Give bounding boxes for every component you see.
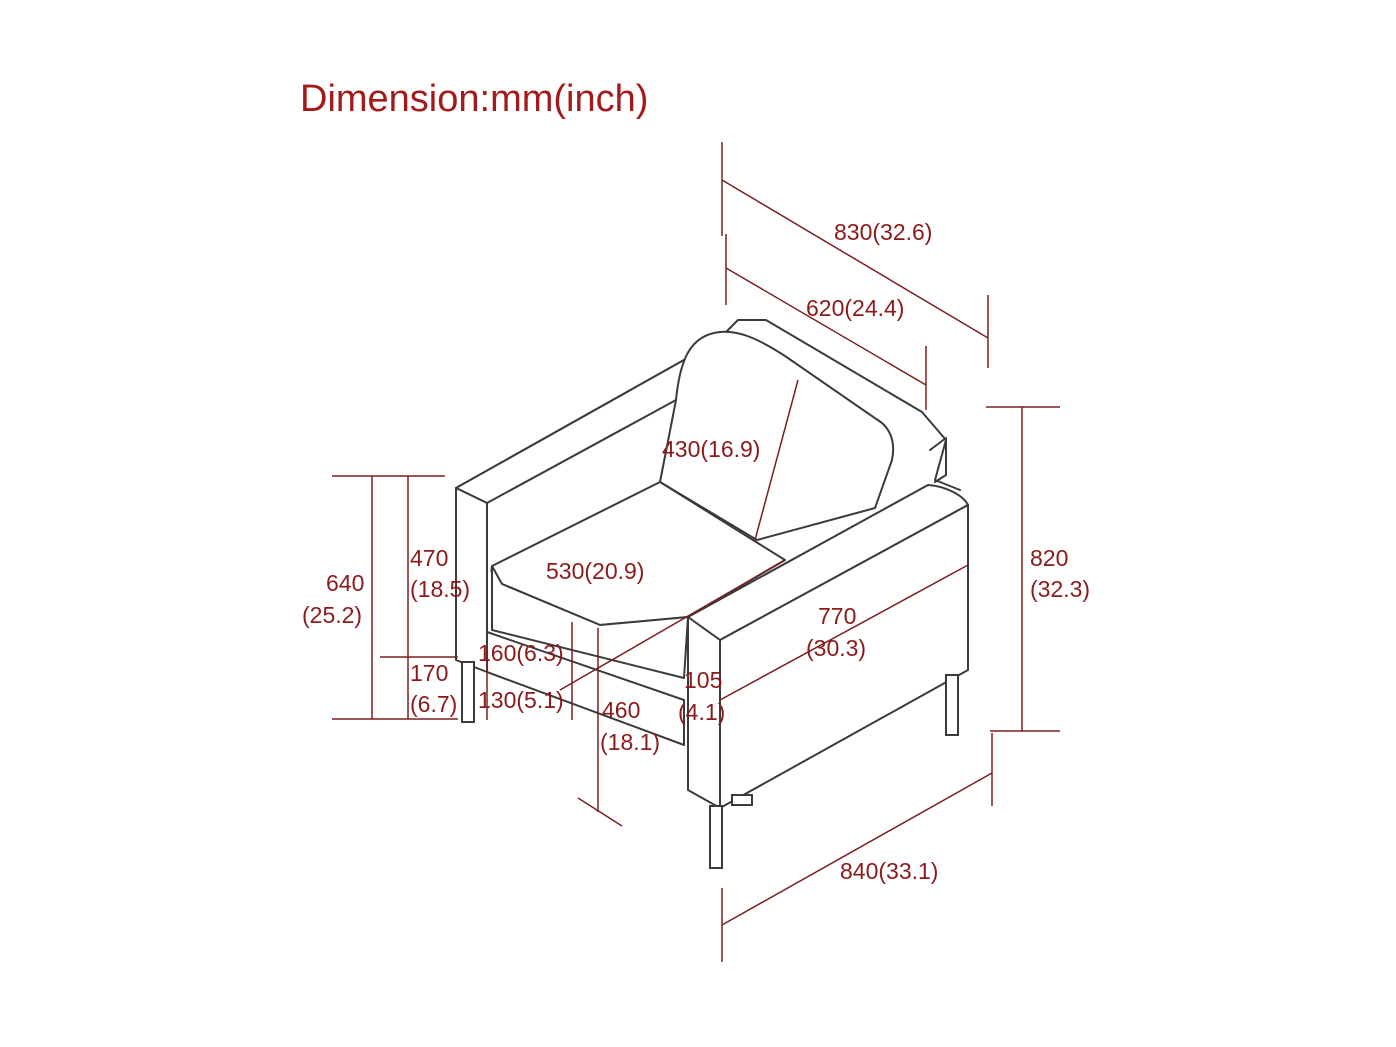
backrest-cushion [659,330,895,541]
dim-overall-height-value: 820 [1030,545,1068,571]
dim-frame-height: 130(5.1) [478,687,564,713]
leg-back-right [945,674,959,736]
leg-front-right [709,805,723,869]
diagram-title: Dimension:mm(inch) [300,78,649,120]
dim-seat-height-inch: (18.5) [410,576,470,602]
dimension-lines [332,142,1060,962]
dim-seat-depth: 620(24.4) [806,295,904,321]
leg-middle [731,794,753,806]
dim-seat-height-value: 470 [410,545,448,571]
dim-arm-width-inch: (4.1) [678,699,725,725]
dim-seat-width: 530(20.9) [546,558,644,584]
dim-overall-width: 840(33.1) [840,858,938,884]
dim-leg-height-inch: (6.7) [410,691,457,717]
leg-front-left [461,661,475,723]
dim-overall-depth: 830(32.6) [834,219,932,245]
dim-backrest-height: 430(16.9) [662,436,760,462]
dim-arm-depth-inch: (30.3) [806,635,866,661]
dim-arm-height-value: 640 [326,570,364,596]
dim-overall-height-inch: (32.3) [1030,576,1090,602]
dim-arm-depth-value: 770 [818,603,856,629]
dim-leg-height-value: 170 [410,660,448,686]
dimension-labels: 830(32.6) 620(24.4) 430(16.9) 530(20.9) … [302,219,1090,884]
dim-inner-depth-inch: (18.1) [600,729,660,755]
dim-arm-width-value: 105 [684,667,722,693]
dim-inner-depth-value: 460 [602,697,640,723]
back-side-strip [929,437,947,483]
dim-arm-height-inch: (25.2) [302,602,362,628]
dim-cushion-thickness: 160(6.3) [478,640,564,666]
armchair-drawing [455,319,969,869]
